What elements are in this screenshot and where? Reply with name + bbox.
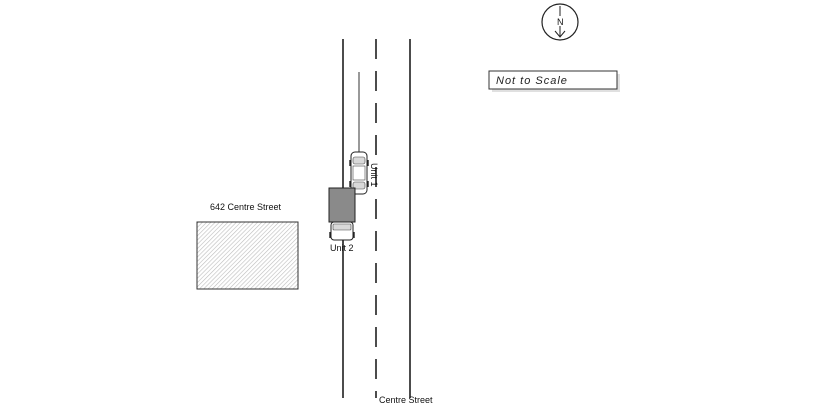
scale-note-label: Not to Scale: [496, 75, 568, 87]
scale-note-box: Not to Scale: [488, 70, 620, 92]
building-label: 642 Centre Street: [210, 202, 282, 212]
building-642-centre-street: [196, 221, 299, 290]
unit1-car-icon: [349, 151, 369, 195]
north-arrow-icon: N: [541, 3, 579, 41]
unit2-label: Unit 2: [330, 243, 354, 253]
unit1-label: Unit 1: [369, 163, 379, 187]
street-label: Centre Street: [379, 395, 433, 405]
unit2-truck-icon: [328, 187, 356, 241]
north-label: N: [557, 17, 564, 27]
